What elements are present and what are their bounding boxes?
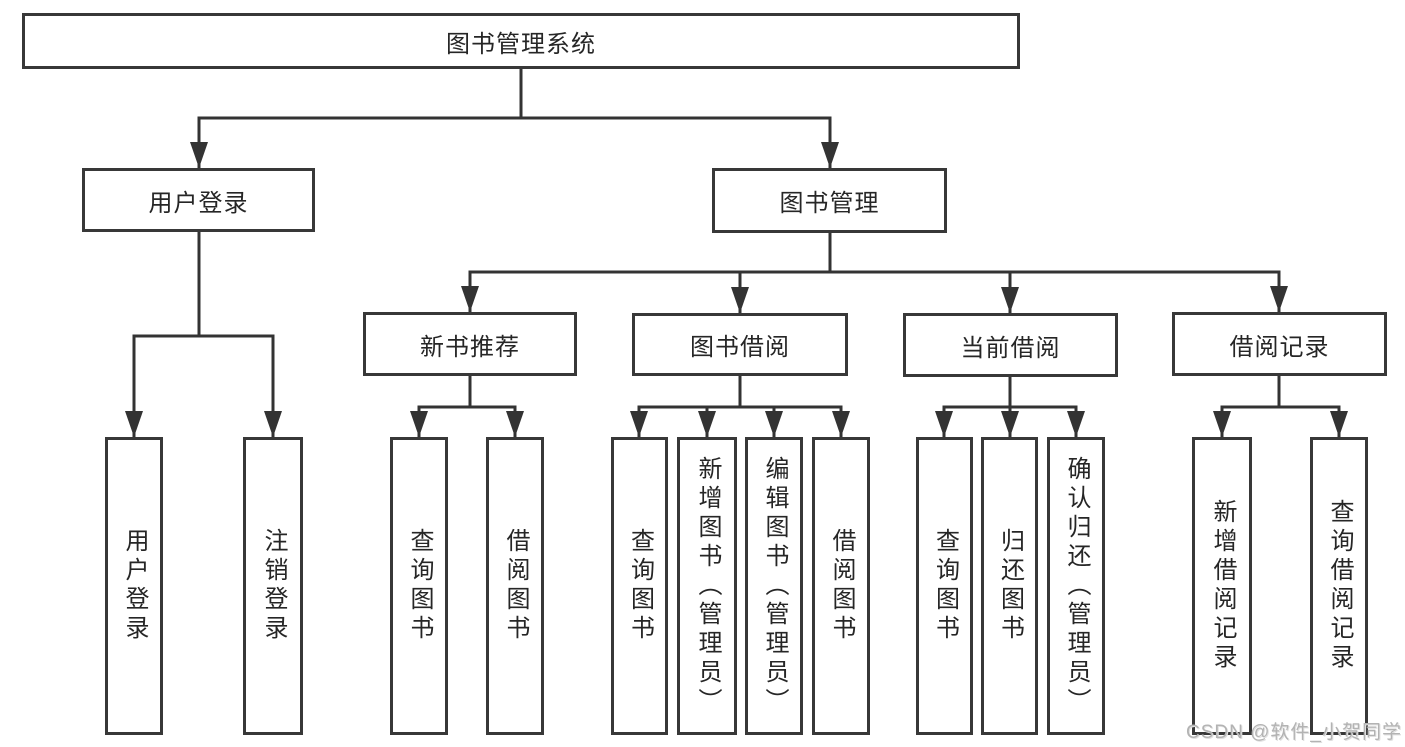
leaf-confirm-return-admin: 确认归还（管理员） xyxy=(1047,437,1105,735)
node-book-management: 图书管理 xyxy=(712,168,947,233)
leaf-query-books-recommend: 查询图书 xyxy=(390,437,448,735)
leaf-label: 查询借阅记录 xyxy=(1326,499,1353,673)
leaf-user-login: 用户登录 xyxy=(105,437,163,735)
leaf-logout: 注销登录 xyxy=(243,437,303,735)
leaf-label: 编辑图书（管理员） xyxy=(761,455,788,717)
leaf-label: 查询图书 xyxy=(406,528,433,644)
leaf-query-books-borrowing: 查询图书 xyxy=(611,437,668,735)
leaf-add-borrow-record: 新增借阅记录 xyxy=(1192,437,1252,735)
leaf-label: 注销登录 xyxy=(260,528,287,644)
leaf-label: 确认归还（管理员） xyxy=(1063,455,1090,717)
csdn-watermark: CSDN @软件_小贺同学 xyxy=(1186,722,1402,743)
leaf-label: 新增借阅记录 xyxy=(1209,499,1236,673)
node-new-book-recommend: 新书推荐 xyxy=(363,312,577,376)
node-current-borrowing: 当前借阅 xyxy=(903,313,1118,377)
leaf-label: 借阅图书 xyxy=(502,528,529,644)
leaf-label: 归还图书 xyxy=(996,528,1024,644)
leaf-edit-book-admin: 编辑图书（管理员） xyxy=(745,437,803,735)
leaf-borrow-books-recommend: 借阅图书 xyxy=(486,437,544,735)
leaf-query-books-current: 查询图书 xyxy=(916,437,973,735)
node-borrowing-records: 借阅记录 xyxy=(1172,312,1387,376)
leaf-label: 借阅图书 xyxy=(828,528,855,644)
node-user-login: 用户登录 xyxy=(82,168,315,232)
leaf-return-book: 归还图书 xyxy=(981,437,1038,735)
node-library-management-system: 图书管理系统 xyxy=(22,13,1020,69)
node-book-borrowing: 图书借阅 xyxy=(632,313,848,376)
leaf-label: 查询图书 xyxy=(626,528,654,644)
leaf-add-book-admin: 新增图书（管理员） xyxy=(677,437,737,735)
leaf-borrow-books-borrowing: 借阅图书 xyxy=(812,437,870,735)
leaf-label: 新增图书（管理员） xyxy=(694,455,721,717)
leaf-label: 用户登录 xyxy=(121,528,148,644)
leaf-label: 查询图书 xyxy=(931,528,959,644)
leaf-query-borrow-record: 查询借阅记录 xyxy=(1310,437,1368,735)
